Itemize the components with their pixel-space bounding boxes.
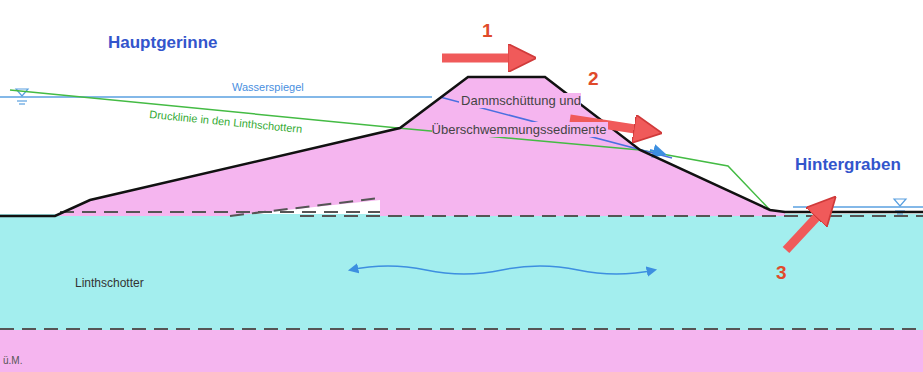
water-symbol [16, 89, 906, 214]
pressure-line-label: Drucklinie in den Linthschottern [149, 108, 303, 136]
lower-sediment [0, 330, 923, 372]
callout-number: 3 [776, 262, 787, 284]
terrain-outline [0, 77, 923, 216]
water-level-label: Wasserspiegel [232, 81, 304, 94]
ditch-water-line [793, 206, 923, 208]
layer-boundaries [0, 198, 923, 329]
region-label: Hauptgerinne [108, 33, 218, 53]
callout-number: 2 [588, 68, 599, 90]
dam-fill [0, 77, 785, 216]
region-label: Hintergraben [795, 155, 901, 175]
piping-arrow [786, 207, 826, 250]
callout-number: 1 [482, 20, 493, 42]
layer-label: Linthschotter [75, 277, 144, 291]
overtopping-arrow [442, 54, 522, 63]
elevation-unit: ü.M. [3, 355, 22, 367]
water-level-line [0, 96, 432, 98]
dam-material-label: Dammschüttung und Überschwemmungssedimen… [430, 86, 610, 144]
gravel-layer [0, 214, 923, 330]
flow-wave-arrow [350, 266, 655, 274]
seepage-arrow [650, 150, 664, 154]
